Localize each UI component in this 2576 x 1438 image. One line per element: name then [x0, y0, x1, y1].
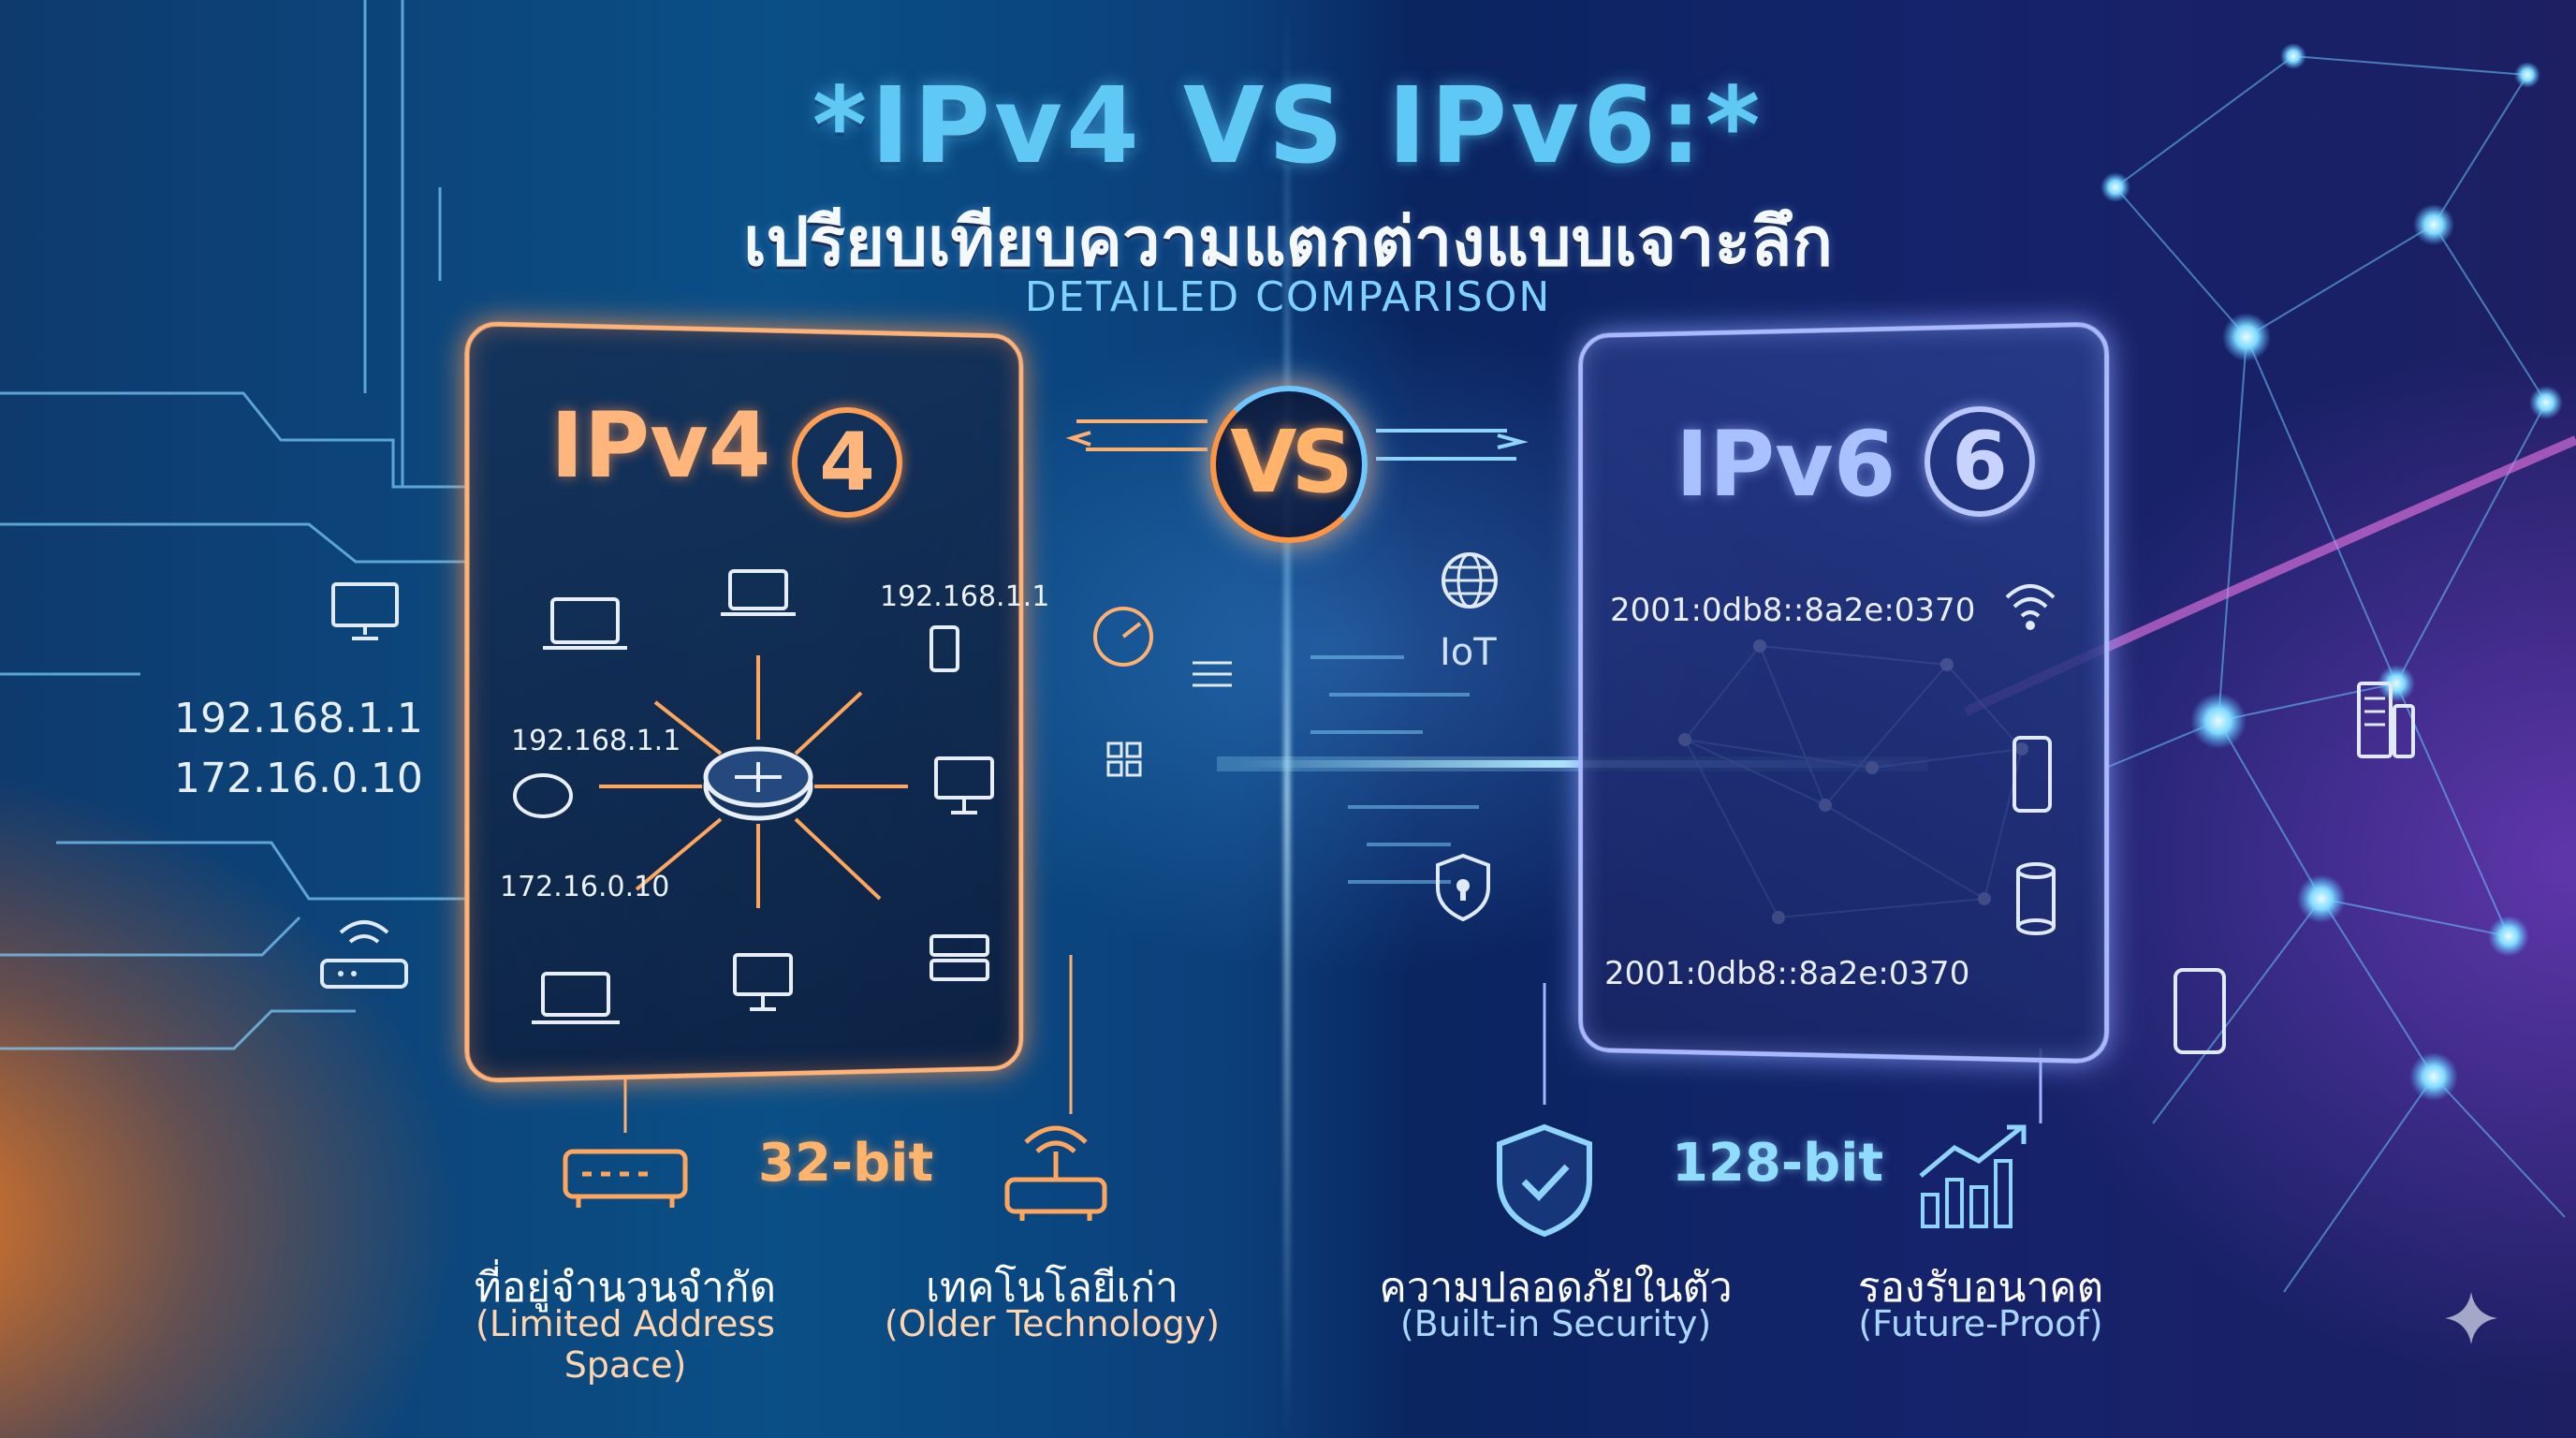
ipv6-panel-address-2: 2001:0db8::8a2e:0370 [1604, 955, 1970, 992]
ipv4-number-badge: 4 [792, 407, 902, 518]
ipv6-feature-1-en: (Built-in Security) [1399, 1303, 1712, 1344]
ipv4-feature-1-th: ที่อยู่จำนวนจำกัด [474, 1264, 777, 1312]
ipv4-title: IPv4 [550, 393, 771, 498]
monitor-icon [331, 582, 399, 640]
wifi-icon [2005, 584, 2056, 630]
router-icon [513, 773, 573, 818]
server-rack-icon [2357, 682, 2415, 758]
center-light-divider [1284, 0, 1290, 1438]
ipv6-number-badge: 6 [1925, 406, 2035, 517]
ipv4-panel-address-1: 192.168.1.1 [880, 580, 1050, 613]
ipv6-bit-label: 128-bit [1672, 1133, 1884, 1194]
globe-icon [1442, 552, 1498, 609]
grid-icon [1106, 741, 1142, 777]
ipv4-panel-address-2: 192.168.1.1 [511, 725, 681, 757]
ipv6-feature-2-en: (Future-Proof) [1858, 1303, 2103, 1344]
server-icon [2016, 862, 2056, 935]
ipv6-title: IPv6 [1676, 412, 1896, 517]
phone-icon [929, 625, 959, 672]
shield-check-icon [1497, 1123, 1592, 1238]
laptop-icon [721, 569, 796, 616]
ipv4-network-diagram [513, 569, 994, 1024]
router-device-icon [563, 1149, 688, 1208]
ipv4-side-address-1: 192.168.1.1 [174, 695, 423, 742]
english-subtitle: DETAILED COMPARISON [1024, 273, 1552, 321]
sparkle-icon [2445, 1292, 2497, 1344]
bar-chart-icon [1919, 1124, 2027, 1228]
ipv6-panel-address-1: 2001:0db8::8a2e:0370 [1610, 592, 1976, 629]
ipv4-feature-1-en: (Limited Address Space) [476, 1303, 775, 1386]
main-title: *IPv4 VS IPv6:* [812, 66, 1764, 187]
ipv4-side-address-2: 172.16.0.10 [174, 755, 423, 802]
router-icon [703, 746, 813, 821]
ipv4-feature-2-th: เทคโนโลยีเก่า [926, 1264, 1178, 1312]
thai-subtitle: เปรียบเทียบความแตกต่างแบบเจาะลึก [743, 202, 1833, 281]
server-icon [929, 934, 989, 981]
lock-icon [1436, 853, 1490, 922]
phone-icon [2012, 736, 2052, 813]
list-icon [1193, 661, 1232, 687]
ipv6-feature-2-th: รองรับอนาคต [1857, 1264, 2104, 1312]
vs-emblem [1210, 386, 1368, 543]
ipv4-bit-label: 32-bit [758, 1133, 934, 1194]
laptop-icon [532, 972, 620, 1024]
wifi-router-icon [1004, 1125, 1107, 1221]
ipv4-feature-2-en: (Older Technology) [884, 1303, 1221, 1344]
ipv4-panel-address-3: 172.16.0.10 [500, 871, 670, 903]
ipv6-feature-1-th: ความปลอดภัยในตัว [1379, 1264, 1733, 1312]
tablet-icon [2174, 968, 2226, 1054]
monitor-icon [934, 756, 994, 814]
wifi-router-icon [320, 920, 408, 989]
iot-label: IoT [1440, 631, 1497, 674]
monitor-icon [733, 953, 793, 1011]
laptop-icon [543, 597, 627, 650]
vs-label: VS [1230, 412, 1353, 512]
gauge-icon [1093, 607, 1153, 667]
